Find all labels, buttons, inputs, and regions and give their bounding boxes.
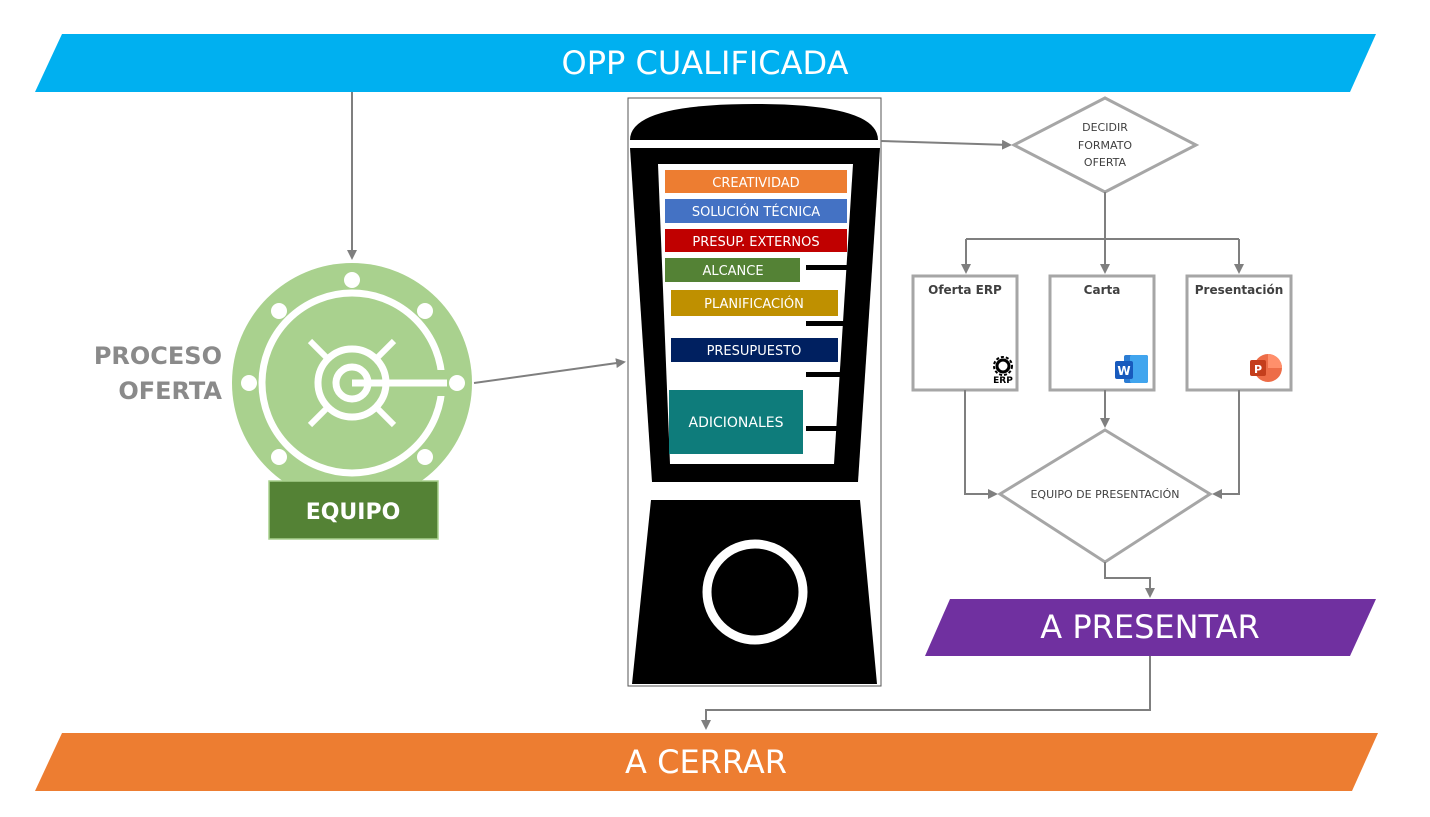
- blender-item-presup-externos: PRESUP. EXTERNOS: [665, 229, 847, 252]
- blender-item-presupuesto: PRESUPUESTO: [671, 338, 838, 362]
- decision-branch-connectors: [961, 192, 1244, 274]
- connector-blender-to-decision: [880, 139, 1012, 150]
- powerpoint-icon-text: P: [1254, 363, 1262, 376]
- powerpoint-icon: P: [1250, 354, 1282, 382]
- opp-cualificada-banner: OPP CUALIFICADA: [35, 34, 1376, 92]
- format-label: Carta: [1084, 283, 1121, 297]
- a-presentar-banner: A PRESENTAR: [925, 599, 1376, 656]
- format-to-team-connectors: [964, 390, 1240, 499]
- blender-item-creatividad: CREATIVIDAD: [665, 170, 847, 193]
- item-label: CREATIVIDAD: [712, 176, 799, 191]
- item-label: SOLUCIÓN TÉCNICA: [692, 204, 820, 220]
- proceso-label-line1: PROCESO: [94, 342, 222, 370]
- format-label: Presentación: [1195, 283, 1284, 297]
- connector-team-to-present: [1104, 562, 1155, 598]
- a-cerrar-label: A CERRAR: [625, 743, 787, 781]
- erp-icon-text: ERP: [993, 376, 1013, 386]
- a-presentar-label: A PRESENTAR: [1040, 608, 1259, 646]
- a-cerrar-banner: A CERRAR: [35, 733, 1378, 791]
- item-label: ALCANCE: [702, 264, 763, 279]
- connector-wheel-to-blender: [473, 358, 626, 384]
- format-label: Oferta ERP: [928, 283, 1002, 297]
- decision-diamond: DECIDIR FORMATO OFERTA: [1010, 96, 1200, 194]
- erp-gear-icon: ERP: [993, 356, 1013, 386]
- item-label: PRESUPUESTO: [707, 344, 802, 359]
- decision-line1: DECIDIR: [1082, 121, 1128, 134]
- equipo-box: EQUIPO: [268, 480, 439, 540]
- word-icon-text: W: [1117, 364, 1130, 378]
- blender-item-planificacion: PLANIFICACIÓN: [671, 290, 838, 316]
- format-box-presentacion: Presentación P: [1185, 274, 1293, 392]
- presentation-team-diamond: EQUIPO DE PRESENTACIÓN: [997, 428, 1213, 564]
- proceso-label-line2: OFERTA: [118, 377, 222, 405]
- word-icon: W: [1115, 355, 1148, 383]
- equipo-label: EQUIPO: [306, 500, 401, 525]
- item-label: PRESUP. EXTERNOS: [692, 235, 819, 250]
- blender-item-adicionales: ADICIONALES: [669, 390, 803, 454]
- item-label: PLANIFICACIÓN: [704, 296, 804, 312]
- safe-wheel-icon: [232, 263, 472, 503]
- format-box-carta: Carta W: [1048, 274, 1156, 392]
- connector-present-to-close: [701, 656, 1151, 730]
- presentation-team-label: EQUIPO DE PRESENTACIÓN: [1030, 488, 1179, 501]
- blender-item-solucion-tecnica: SOLUCIÓN TÉCNICA: [665, 199, 847, 223]
- format-box-oferta-erp: Oferta ERP ERP: [911, 274, 1019, 392]
- opp-cualificada-label: OPP CUALIFICADA: [562, 44, 849, 82]
- decision-line2: FORMATO: [1078, 139, 1133, 152]
- blender-item-alcance: ALCANCE: [665, 258, 800, 282]
- item-label: ADICIONALES: [689, 415, 784, 431]
- decision-line3: OFERTA: [1084, 156, 1127, 169]
